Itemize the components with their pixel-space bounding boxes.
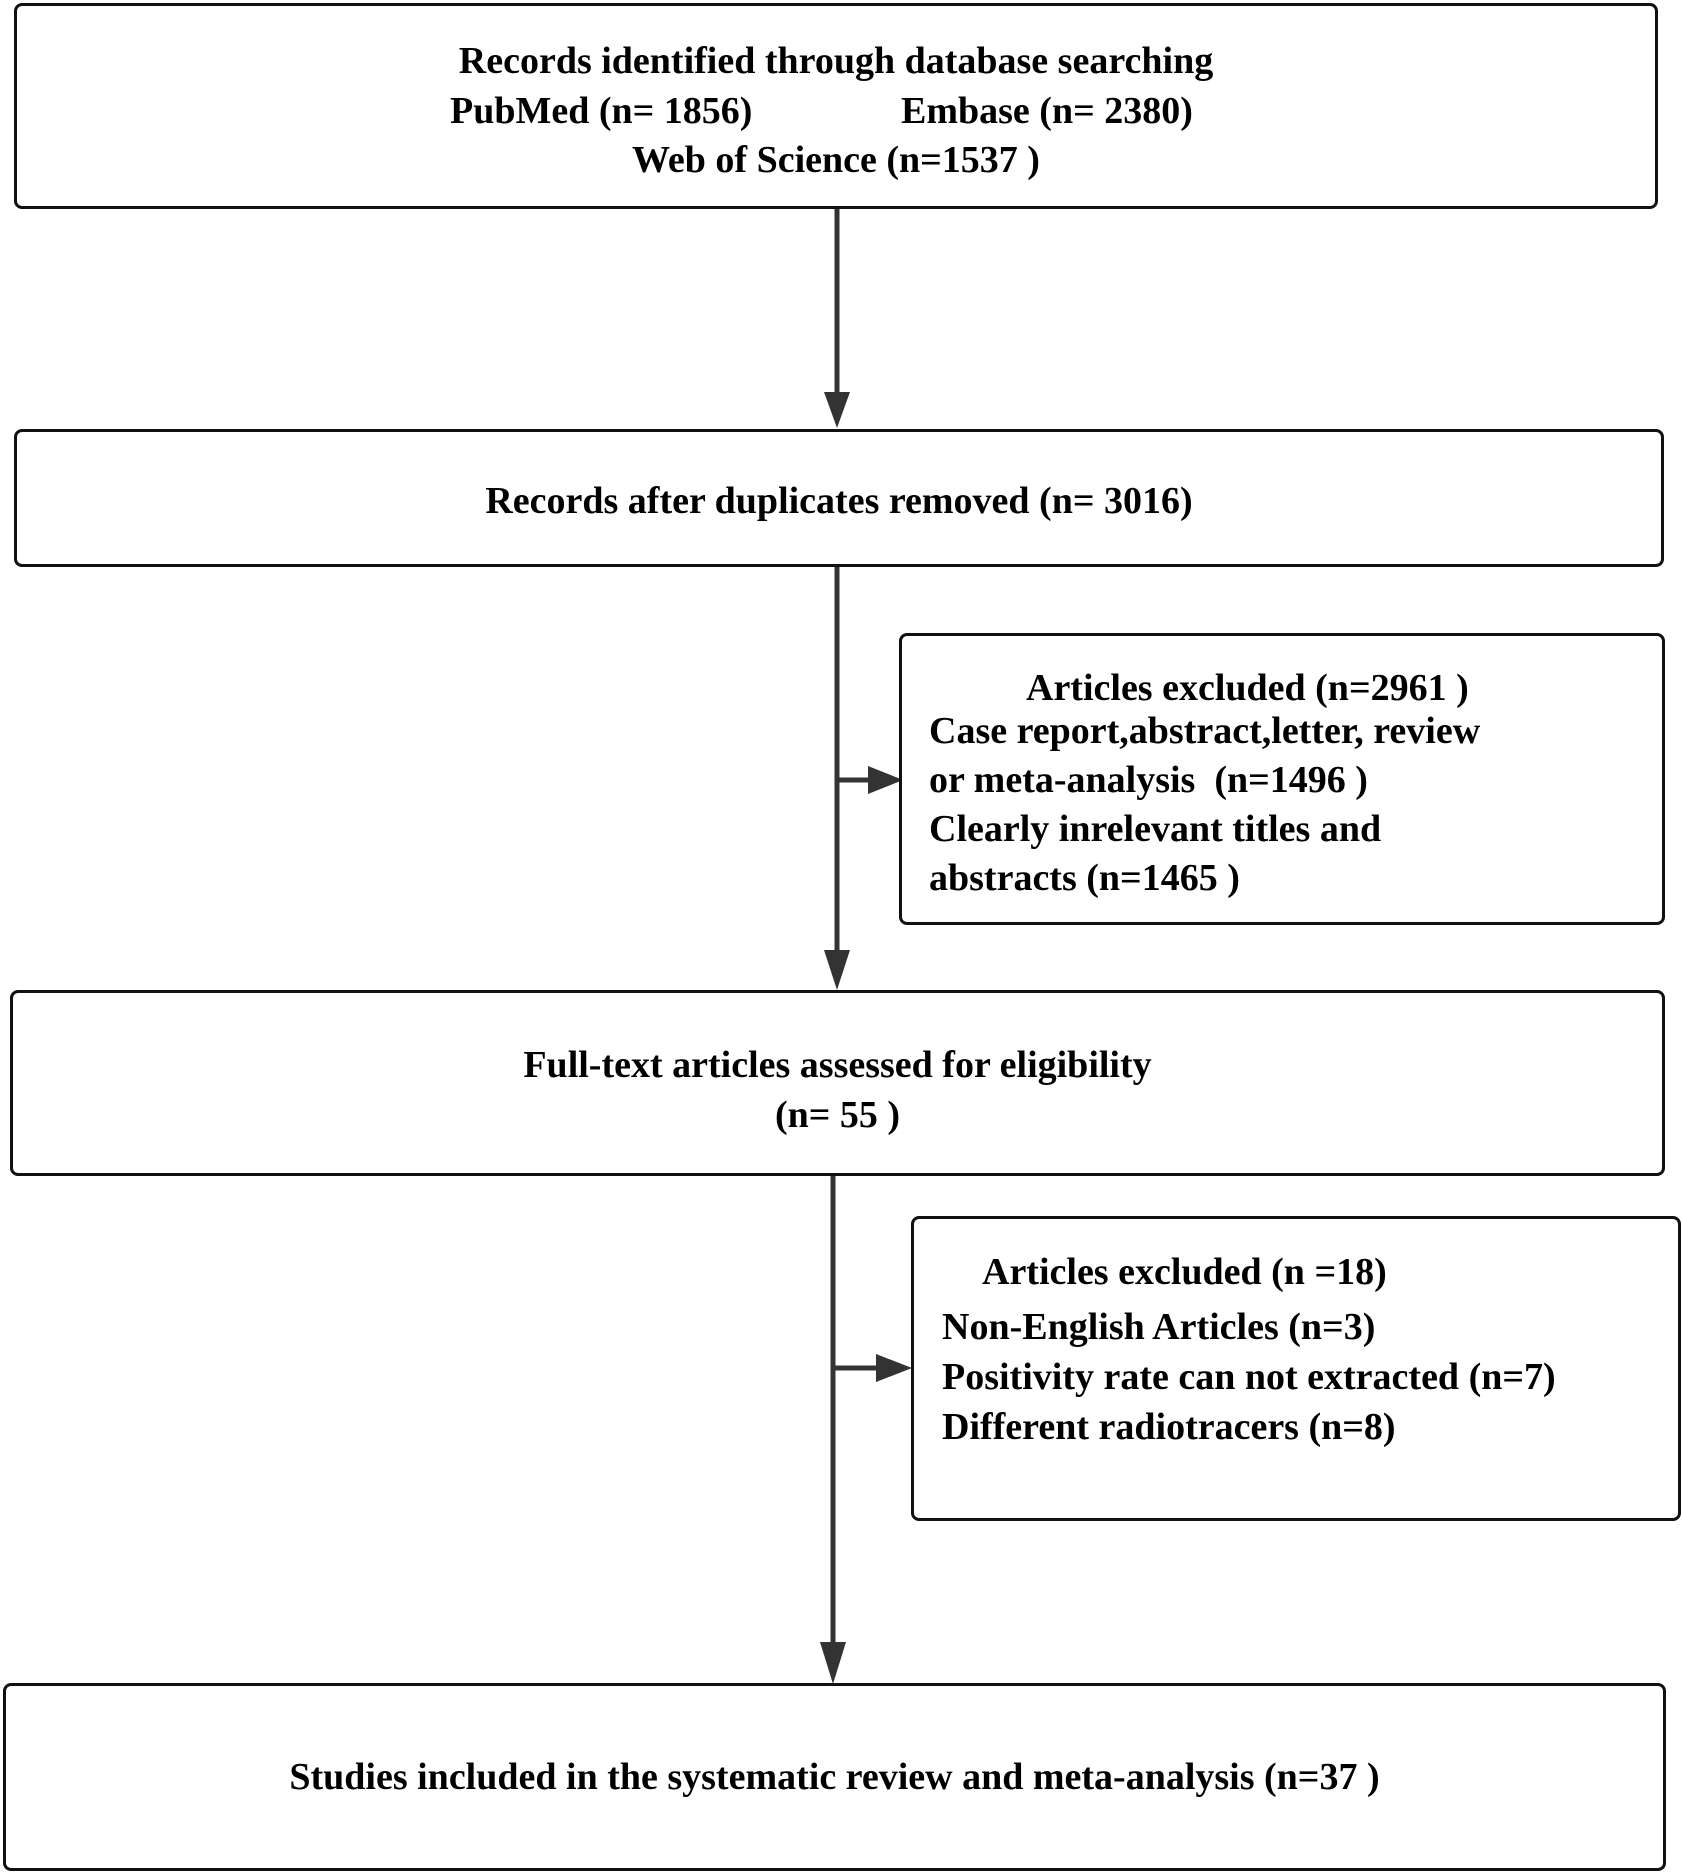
identification-box: Records identified through database sear… bbox=[14, 3, 1658, 209]
arrowhead-exclusion-2 bbox=[876, 1354, 912, 1382]
exclusion-2-line-2: Positivity rate can not extracted (n=7) bbox=[942, 1356, 1556, 1398]
arrowhead-eligibility bbox=[824, 950, 850, 990]
exclusion-1-line-4: abstracts (n=1465 ) bbox=[929, 857, 1240, 899]
embase-count: Embase (n= 2380) bbox=[901, 90, 1193, 132]
eligibility-line-2: (n= 55 ) bbox=[774, 1094, 901, 1136]
exclusion-2-line-3: Different radiotracers (n=8) bbox=[942, 1406, 1396, 1448]
screening-text: Records after duplicates removed (n= 301… bbox=[485, 480, 1193, 522]
included-text: Studies included in the systematic revie… bbox=[289, 1756, 1380, 1798]
exclusion-1-line-2: or meta-analysis (n=1496 ) bbox=[929, 759, 1368, 801]
included-box: Studies included in the systematic revie… bbox=[3, 1683, 1666, 1871]
screening-box: Records after duplicates removed (n= 301… bbox=[14, 429, 1664, 567]
exclusion-box-2: Articles excluded (n =18) Non-English Ar… bbox=[911, 1216, 1681, 1521]
eligibility-box: Full-text articles assessed for eligibil… bbox=[10, 990, 1665, 1176]
exclusion-1-title: Articles excluded (n=2961 ) bbox=[1026, 667, 1469, 709]
arrowhead-exclusion-1 bbox=[868, 766, 903, 794]
exclusion-2-title: Articles excluded (n =18) bbox=[982, 1251, 1387, 1293]
exclusion-2-line-1: Non-English Articles (n=3) bbox=[942, 1306, 1376, 1348]
identification-title: Records identified through database sear… bbox=[458, 40, 1214, 82]
arrowhead-included bbox=[820, 1642, 846, 1684]
exclusion-1-line-3: Clearly inrelevant titles and bbox=[929, 808, 1382, 850]
arrowhead-screening bbox=[824, 392, 850, 428]
wos-count: Web of Science (n=1537 ) bbox=[632, 139, 1040, 181]
exclusion-1-line-1: Case report,abstract,letter, review bbox=[929, 710, 1481, 752]
pubmed-count: PubMed (n= 1856) bbox=[450, 90, 753, 132]
exclusion-box-1: Articles excluded (n=2961 ) Case report,… bbox=[899, 633, 1665, 925]
eligibility-line-1: Full-text articles assessed for eligibil… bbox=[523, 1044, 1152, 1086]
